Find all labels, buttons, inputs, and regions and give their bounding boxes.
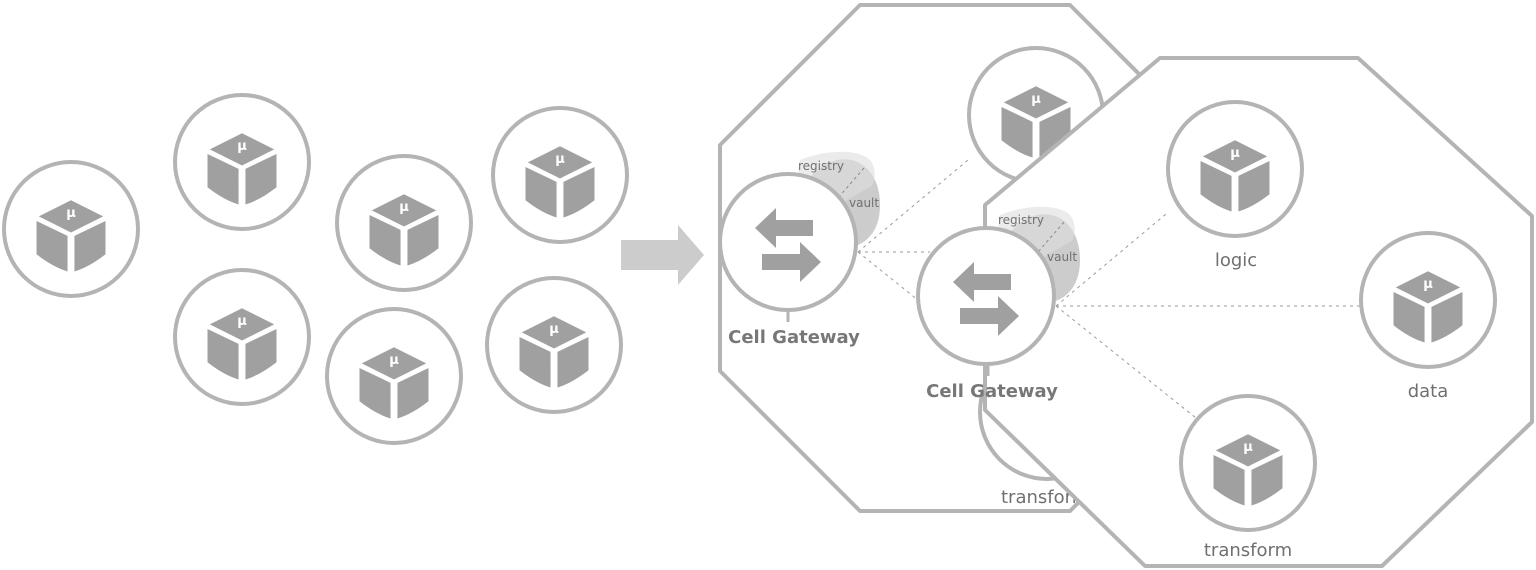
- mu-symbol: μ: [1230, 146, 1240, 161]
- microservice-node: μ: [173, 268, 311, 406]
- microservice-cube-icon: [207, 308, 277, 380]
- microservice-cube-icon: [519, 316, 589, 388]
- connection-lines: [1055, 213, 1360, 419]
- microservice-cube-icon: [36, 200, 106, 272]
- microservice-node: μ: [325, 307, 463, 445]
- microservice-cube-icon: [369, 194, 439, 266]
- mu-symbol: μ: [237, 139, 247, 154]
- microservice-node: μ: [1359, 231, 1497, 369]
- mu-symbol: μ: [549, 322, 559, 337]
- microservice-node: μ: [1179, 394, 1317, 532]
- connection-lines: [857, 159, 969, 301]
- microservice-node: μ: [2, 160, 140, 298]
- microservice-cube-icon: [359, 347, 429, 419]
- microservice-node: μ: [1166, 100, 1304, 238]
- vault-label: vault: [849, 196, 879, 210]
- service-label-data: data: [1408, 381, 1449, 402]
- mu-symbol: μ: [1423, 277, 1433, 292]
- registry-label: registry: [998, 213, 1044, 227]
- mu-symbol: μ: [1031, 92, 1041, 107]
- bidirectional-arrows-icon: [953, 262, 1019, 336]
- mu-symbol: μ: [237, 314, 247, 329]
- right-arrow-icon: [621, 225, 704, 285]
- bidirectional-arrows-icon: [755, 208, 821, 282]
- microservice-cube-icon: [525, 146, 595, 218]
- mu-symbol: μ: [66, 206, 76, 221]
- vault-label: vault: [1047, 250, 1077, 264]
- cell-front: μ μ μ registry vault Cell Gateway logic …: [916, 56, 1534, 568]
- microservice-cube-icon: [1200, 140, 1270, 212]
- gateway-node: [916, 226, 1056, 366]
- microservice-cube-icon: [1001, 86, 1071, 158]
- mu-symbol: μ: [555, 152, 565, 167]
- gateway-node: [718, 172, 858, 312]
- service-label-logic: logic: [1215, 250, 1257, 271]
- gateway-label: Cell Gateway: [728, 327, 860, 348]
- microservice-node: μ: [491, 106, 629, 244]
- microservice-cube-icon: [207, 133, 277, 205]
- microservice-node: μ: [173, 93, 311, 231]
- loose-microservices: μ μ μ μ: [2, 93, 629, 445]
- service-label-transform: transform: [1204, 540, 1292, 561]
- gateway-label: Cell Gateway: [926, 381, 1058, 402]
- mu-symbol: μ: [399, 200, 409, 215]
- microservice-node: μ: [485, 276, 623, 414]
- mu-symbol: μ: [1243, 440, 1253, 455]
- registry-label: registry: [798, 159, 844, 173]
- mu-symbol: μ: [389, 353, 399, 368]
- microservice-node: μ: [335, 154, 473, 292]
